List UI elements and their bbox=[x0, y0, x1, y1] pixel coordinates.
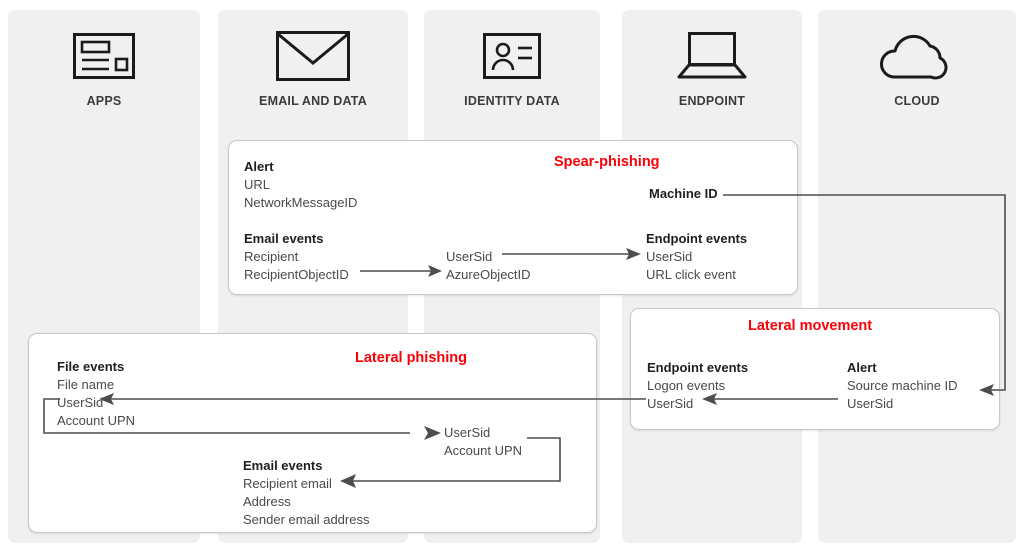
block-item: File name bbox=[57, 377, 115, 392]
block-item: UserSid bbox=[847, 396, 894, 411]
block-item: Logon events bbox=[647, 378, 726, 393]
block-alert: Alert Source machine ID UserSid bbox=[847, 359, 958, 413]
laptop-icon bbox=[622, 28, 802, 84]
card-title-lateral-movement: Lateral movement bbox=[748, 318, 873, 334]
block-item: UserSid bbox=[647, 396, 694, 411]
band-label-endpoint: ENDPOINT bbox=[678, 94, 746, 108]
card-title-lateral-phishing: Lateral phishing bbox=[355, 350, 467, 366]
block-item: Recipient bbox=[244, 249, 299, 264]
block-email-events: Email events Recipient email Address Sen… bbox=[243, 457, 369, 529]
block-heading: File events bbox=[57, 359, 125, 374]
block-item: Recipient email bbox=[243, 476, 332, 491]
block-machine-id: Machine ID bbox=[649, 185, 718, 203]
block-item: URL click event bbox=[646, 267, 736, 282]
block-heading: Alert bbox=[244, 159, 274, 174]
band-label-email-and-data: EMAIL AND DATA bbox=[259, 94, 367, 108]
envelope-icon bbox=[218, 28, 408, 84]
band-cloud: CLOUD bbox=[818, 10, 1016, 543]
block-file-events: File events File name UserSid Account UP… bbox=[57, 358, 135, 430]
cloud-icon bbox=[818, 28, 1016, 84]
block-heading: Endpoint events bbox=[647, 360, 749, 375]
block-item: Sender email address bbox=[243, 512, 370, 527]
card-lateral-phishing[interactable]: Lateral phishing File events File name U… bbox=[28, 333, 597, 533]
block-item: UserSid bbox=[57, 395, 104, 410]
block-alert: Alert URL NetworkMessageID bbox=[244, 158, 357, 212]
block-item: Account UPN bbox=[444, 443, 523, 458]
block-item: Address bbox=[243, 494, 291, 509]
block-item: AzureObjectID bbox=[446, 267, 531, 282]
card-lateral-movement[interactable]: Lateral movement Endpoint events Logon e… bbox=[630, 308, 1000, 430]
band-label-cloud: CLOUD bbox=[894, 94, 940, 108]
block-item: UserSid bbox=[444, 425, 491, 440]
card-title-spear-phishing: Spear-phishing bbox=[554, 154, 660, 170]
band-label-apps: APPS bbox=[86, 94, 122, 108]
block-endpoint-events: Endpoint events UserSid URL click event bbox=[646, 230, 747, 284]
block-item: Account UPN bbox=[57, 413, 136, 428]
block-endpoint-events: Endpoint events Logon events UserSid bbox=[647, 359, 748, 413]
block-item: RecipientObjectID bbox=[244, 267, 349, 282]
apps-window-icon bbox=[8, 28, 200, 84]
block-heading: Machine ID bbox=[649, 186, 718, 201]
block-email-events: Email events Recipient RecipientObjectID bbox=[244, 230, 349, 284]
block-item: Source machine ID bbox=[847, 378, 958, 393]
card-spear-phishing[interactable]: Spear-phishing Alert URL NetworkMessageI… bbox=[228, 140, 798, 295]
block-item: UserSid bbox=[646, 249, 693, 264]
block-heading: Email events bbox=[244, 231, 324, 246]
block-identity-ids: UserSid Account UPN bbox=[444, 424, 522, 460]
id-card-icon bbox=[424, 28, 600, 84]
block-item: NetworkMessageID bbox=[244, 195, 358, 210]
block-item: UserSid bbox=[446, 249, 493, 264]
block-item: URL bbox=[244, 177, 271, 192]
block-heading: Email events bbox=[243, 458, 323, 473]
block-heading: Endpoint events bbox=[646, 231, 748, 246]
block-identity-ids: UserSid AzureObjectID bbox=[446, 248, 531, 284]
block-heading: Alert bbox=[847, 360, 877, 375]
band-label-identity-data: IDENTITY DATA bbox=[464, 94, 560, 108]
